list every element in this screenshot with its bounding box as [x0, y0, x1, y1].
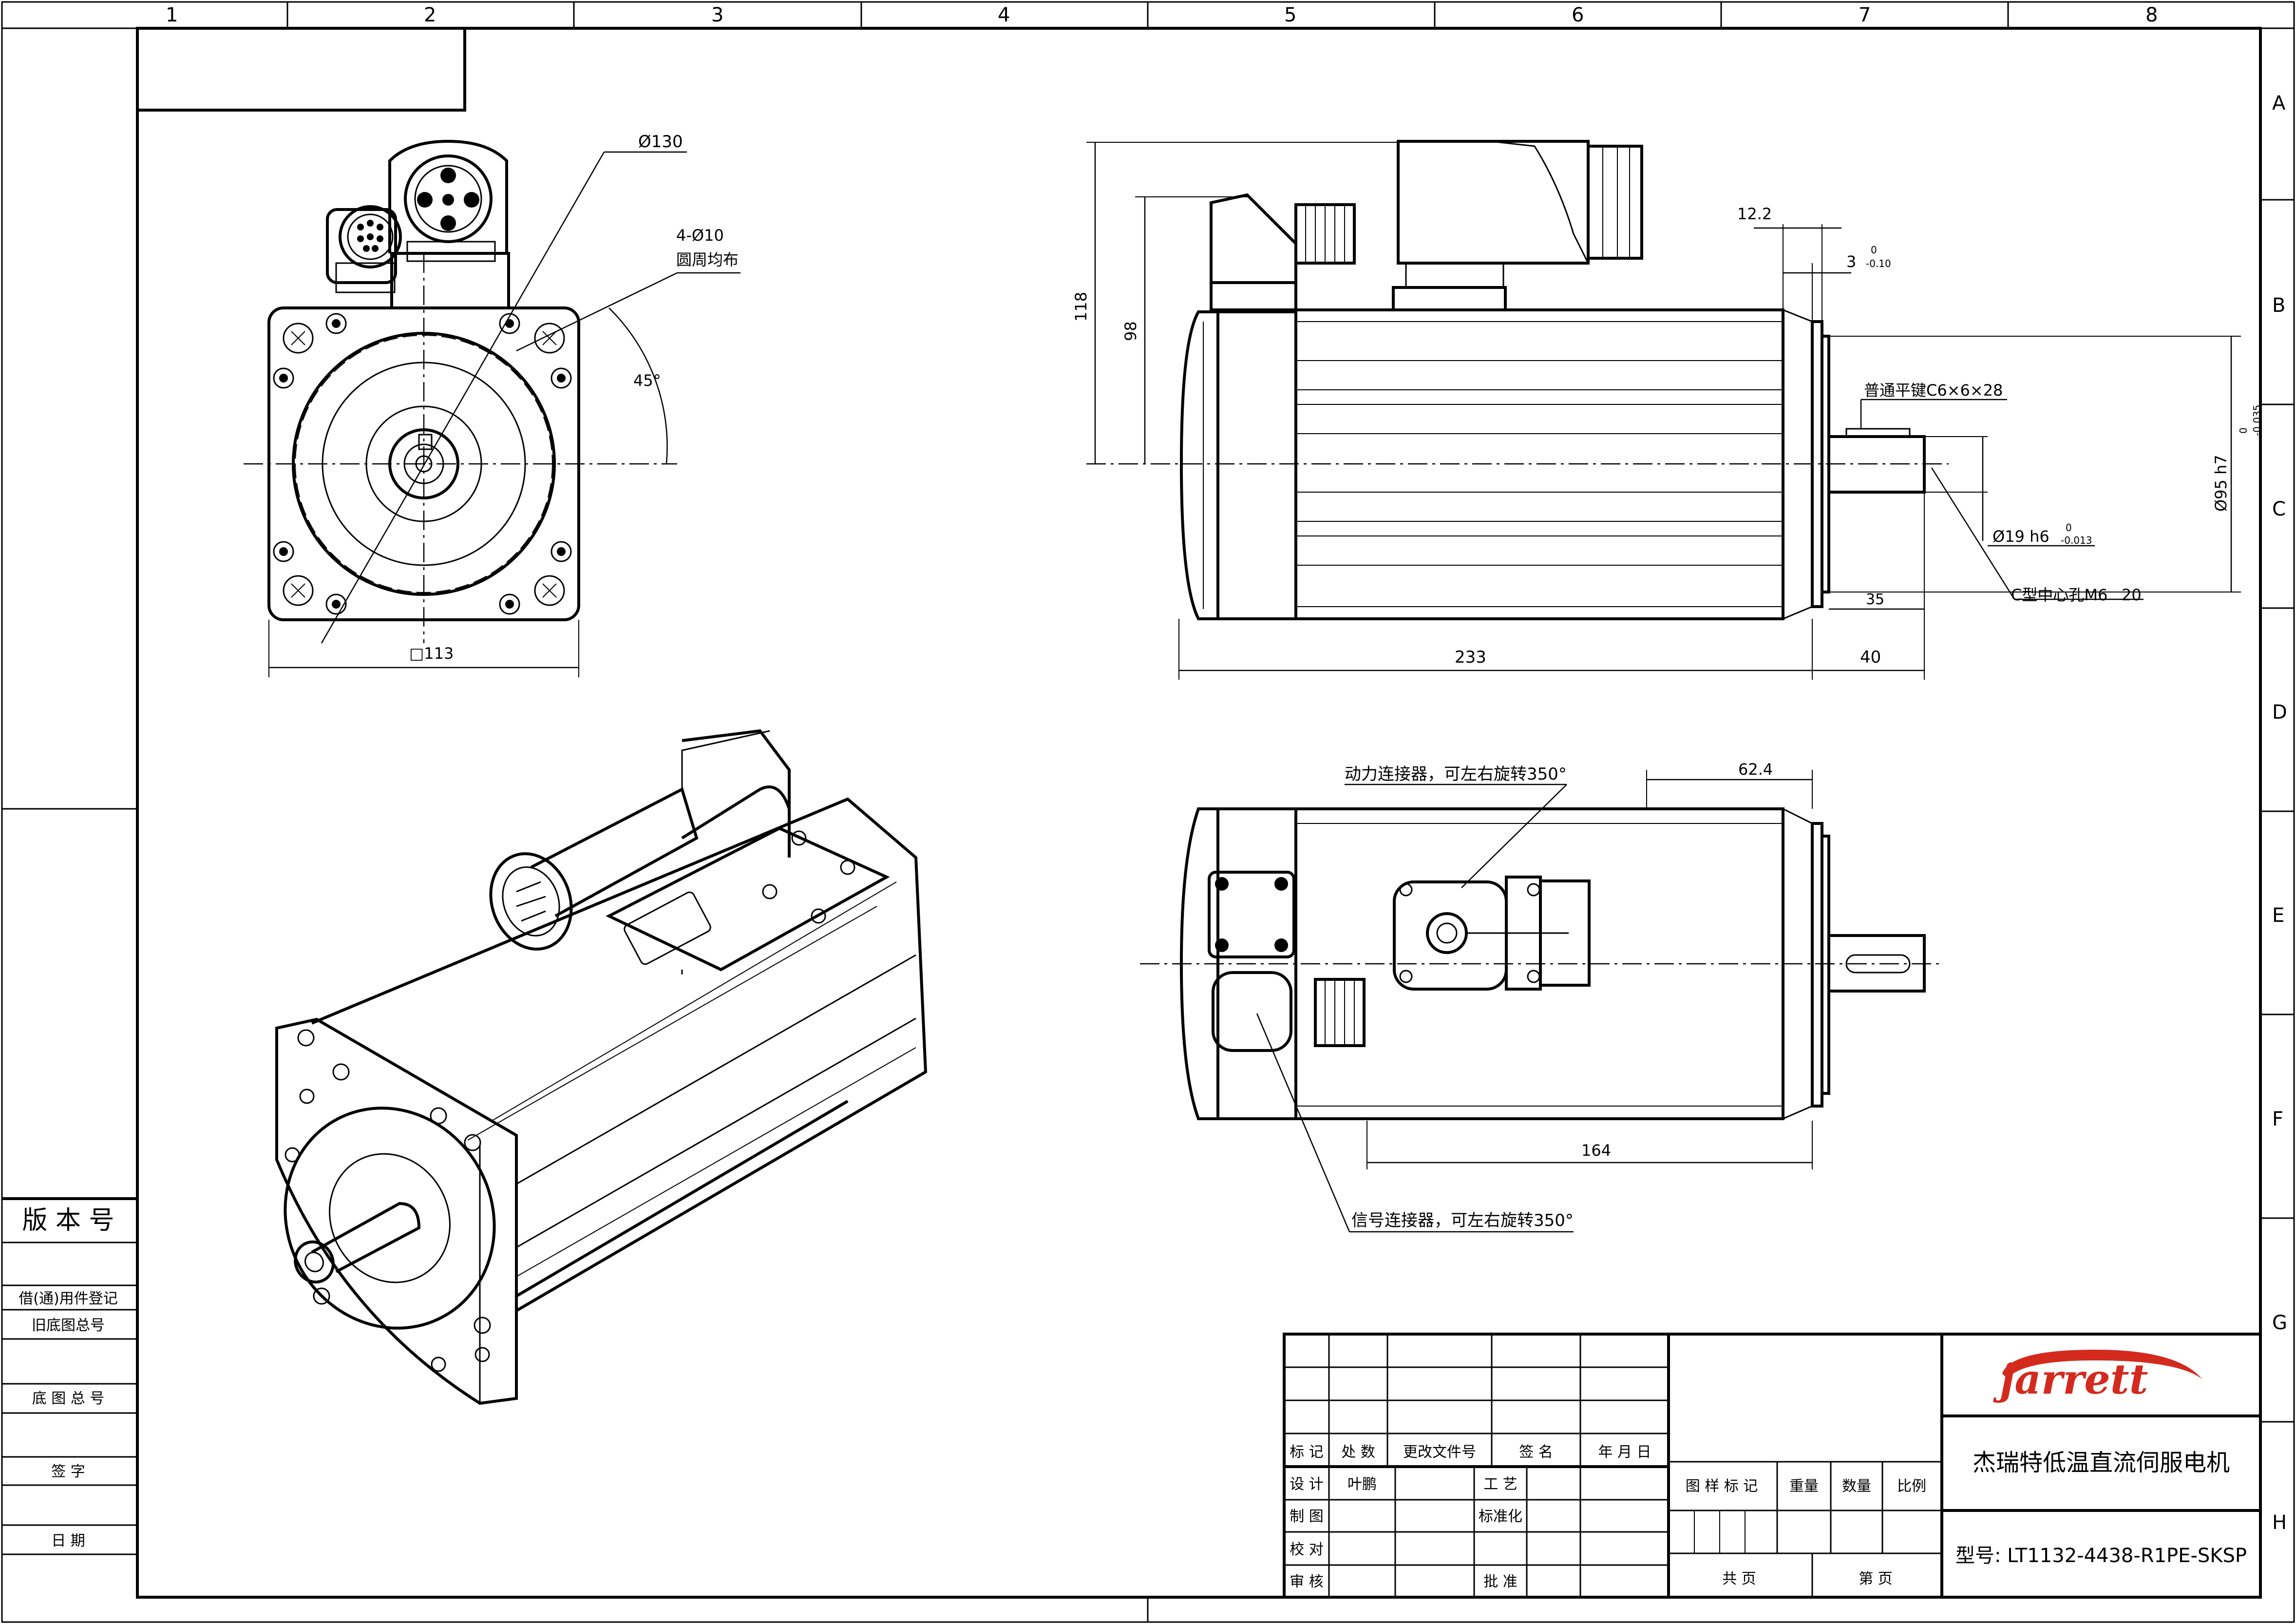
pilot-tol-lower: -0.035 [2251, 405, 2263, 436]
flange-hole [283, 575, 314, 606]
dim-40: 40 [1860, 648, 1881, 667]
iso-flange [275, 1017, 518, 1405]
draw-label: 制 图 [1290, 1508, 1324, 1525]
logo-text: jarrett [1993, 1355, 2148, 1403]
front-view: □113 Ø130 4-Ø10 圆周均布 45° [244, 132, 740, 677]
left-register-column: 版 本 号 借(通)用件登记 旧底图总号 底 图 总 号 签 字 日 期 [2, 808, 137, 1555]
holes-dim: 4-Ø10 [676, 226, 724, 245]
col-label: 4 [998, 4, 1010, 26]
row-label: G [2272, 1312, 2287, 1334]
page-label: 第 页 [1859, 1570, 1893, 1587]
motor-body-top [1294, 807, 1784, 1120]
row-label: C [2272, 498, 2286, 520]
scale-label: 比例 [1897, 1478, 1926, 1495]
row-ruler-right: A B C D E F G H [2260, 92, 2294, 1534]
drawing-number-box [136, 27, 466, 112]
side-view: 118 98 233 40 12.2 3 0 -0.10 Ø95 h7 0 -0… [1072, 140, 2263, 680]
weight-label: 重量 [1789, 1478, 1819, 1495]
row-label: E [2272, 904, 2284, 927]
dim-62-4: 62.4 [1738, 760, 1773, 779]
angle-dim: 45° [633, 371, 661, 390]
dim-3: 3 [1846, 252, 1856, 271]
dim-233: 233 [1455, 648, 1486, 667]
holes-note: 圆周均布 [676, 250, 739, 269]
row-label: D [2272, 701, 2287, 724]
flange-dim: □113 [409, 644, 454, 663]
power-connector-face [404, 154, 493, 243]
hdr-date: 年 月 日 [1598, 1444, 1651, 1461]
row-label: B [2272, 294, 2285, 317]
iso-connector-face [489, 852, 573, 951]
hdr-sign: 签 名 [1519, 1444, 1553, 1461]
flange-hole [283, 323, 314, 354]
quantity-label: 数量 [1842, 1478, 1871, 1495]
model-number: 型号: LT1132-4438-R1PE-SKSP [1955, 1545, 2247, 1567]
standard-label: 标准化 [1479, 1508, 1522, 1525]
check-label: 校 对 [1290, 1541, 1324, 1558]
pcd-dim: Ø130 [638, 132, 683, 152]
shaft-dim: Ø19 h6 [1992, 527, 2049, 546]
dim-118: 118 [1072, 292, 1090, 322]
row-label: A [2272, 92, 2286, 115]
row-label: H [2272, 1511, 2287, 1534]
signal-connector-face [339, 205, 402, 268]
shaft-tol-upper: 0 [2066, 522, 2072, 534]
pilot-dim: Ø95 h7 [2212, 455, 2230, 512]
dim-164: 164 [1581, 1141, 1611, 1160]
old-drawing-label: 旧底图总号 [32, 1317, 105, 1334]
isometric-view [275, 729, 928, 1405]
shaft-top [1827, 934, 1926, 993]
title-block: 标 记 处 数 更改文件号 签 名 年 月 日 设 计 叶鹏 工 艺 制 图 标… [1283, 1333, 2262, 1599]
dim-98: 98 [1121, 321, 1140, 341]
sample-mark-label: 图 样 标 记 [1686, 1478, 1758, 1495]
col-label: 6 [1572, 4, 1584, 26]
design-label: 设 计 [1290, 1476, 1324, 1493]
power-connector-note: 动力连接器，可左右旋转350° [1345, 764, 1567, 784]
col-label: 1 [166, 4, 178, 26]
dim-35: 35 [1866, 591, 1884, 608]
review-label: 审 核 [1290, 1573, 1324, 1590]
base-drawing-label: 底 图 总 号 [32, 1390, 105, 1407]
row-label: F [2272, 1108, 2283, 1130]
col-label: 2 [424, 4, 436, 26]
col-label: 8 [2145, 4, 2158, 26]
sign-label: 签 字 [51, 1463, 85, 1480]
hdr-mark: 标 记 [1290, 1444, 1324, 1461]
shaft-tol-lower: -0.013 [2061, 535, 2092, 546]
pilot-tol-upper: 0 [2238, 427, 2249, 434]
hdr-count: 处 数 [1341, 1444, 1375, 1461]
drawing-title: 杰瑞特低温直流伺服电机 [1973, 1449, 2230, 1476]
approve-label: 批 准 [1483, 1573, 1518, 1590]
col-label: 7 [1859, 4, 1871, 26]
version-label: 版 本 号 [22, 1206, 114, 1235]
col-label: 5 [1284, 4, 1296, 26]
top-view: 62.4 164 动力连接器，可左右旋转350° 信号连接器，可左右旋转350° [1140, 760, 1939, 1233]
key-spec: 普通平键C6×6×28 [1864, 381, 2003, 400]
dim-3-tol-lower: -0.10 [1866, 258, 1891, 269]
craft-label: 工 艺 [1483, 1476, 1518, 1493]
center-hole-depth: 20 [2122, 586, 2142, 604]
total-pages-label: 共 页 [1722, 1570, 1756, 1587]
borrow-label: 借(通)用件登记 [19, 1290, 117, 1307]
motor-body-side [1294, 308, 1784, 620]
col-label: 3 [711, 4, 723, 26]
flange-hole [534, 575, 565, 606]
designer-name: 叶鹏 [1347, 1476, 1377, 1493]
date-label: 日 期 [51, 1532, 85, 1549]
signal-connector-note: 信号连接器，可左右旋转350° [1351, 1211, 1574, 1230]
dim-12-2: 12.2 [1737, 205, 1772, 223]
flange-hole [534, 323, 565, 354]
hdr-change: 更改文件号 [1403, 1444, 1476, 1461]
jarrett-logo: jarrett [1993, 1350, 2202, 1403]
screw-heads [273, 313, 572, 615]
center-hole-spec: C型中心孔M6 [2011, 586, 2107, 604]
dim-3-tol-upper: 0 [1871, 244, 1877, 256]
